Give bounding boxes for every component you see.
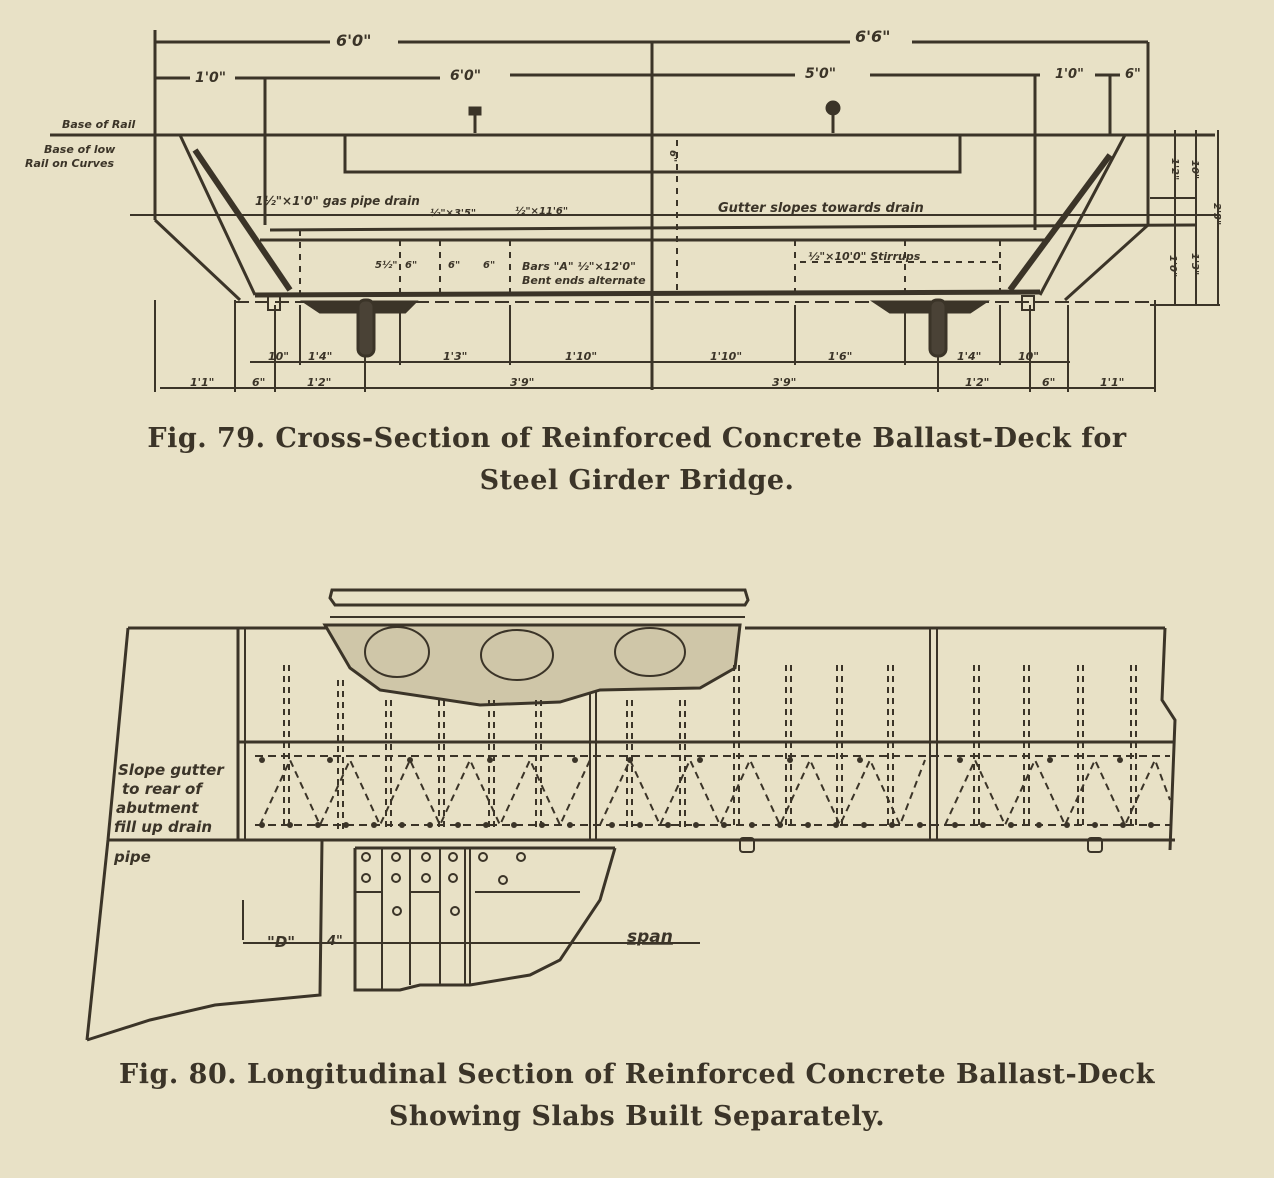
bottom-dim: 6"	[252, 376, 265, 389]
slope-note-5: pipe	[113, 848, 151, 866]
bar-dots	[259, 757, 1154, 828]
base-low-rail-label-2: Rail on Curves	[25, 157, 114, 170]
bars-note-1: Bars "A" ½"×12'0"	[522, 260, 636, 273]
bottom-dim: 1'2"	[307, 376, 331, 389]
bottom-dim: 1'4"	[308, 350, 332, 363]
vert-dim-1: 6"	[667, 150, 678, 162]
right-vert-3: 2'3"	[1211, 203, 1222, 225]
gutter-label: Gutter slopes towards drain	[718, 201, 924, 216]
right-vert-5: 1'3"	[1189, 253, 1200, 275]
bottom-dim: 3'9"	[772, 376, 796, 389]
bottom-dim: 1'4"	[957, 350, 981, 363]
bars-note-2: Bent ends alternate	[522, 274, 646, 287]
bottom-dim: 10"	[268, 350, 289, 363]
slope-note-1: Slope gutter	[118, 761, 225, 779]
spacing-4: 6"	[483, 260, 495, 271]
bottom-dims-row-2: 1'1" 6" 1'2" 3'9" 3'9" 1'2" 6" 1'1"	[190, 376, 1124, 389]
bottom-dim: 10"	[1018, 350, 1039, 363]
right-vert-4: 1'0"	[1167, 255, 1178, 277]
right-vert-2: 10"	[1189, 160, 1200, 179]
fig-80-caption-line-2: Showing Slabs Built Separately.	[388, 1101, 886, 1132]
spacing-2: 6"	[405, 260, 417, 271]
fig-79-caption-line-1: Fig. 79. Cross-Section of Reinforced Con…	[147, 423, 1127, 454]
bottom-dim: 1'6"	[828, 350, 852, 363]
bar-b-label: ½"×11'6"	[515, 205, 568, 217]
fig-80-caption-line-1: Fig. 80. Longitudinal Section of Reinfor…	[119, 1059, 1155, 1090]
dim-left-1: 1'0"	[195, 70, 226, 86]
dim-right-1: 1'0"	[1055, 67, 1084, 82]
bottom-dim: 1'1"	[1100, 376, 1124, 389]
ties-cross-section	[364, 626, 686, 681]
dim-center-left: 6'0"	[450, 68, 481, 84]
spacing-3: 6"	[448, 260, 460, 271]
bottom-dim: 1'10"	[565, 350, 597, 363]
dim-right-2: 6"	[1125, 67, 1141, 82]
slope-note-4: fill up drain	[114, 818, 212, 836]
dim-top-left: 6'0"	[336, 31, 372, 50]
bottom-dim: 1'3"	[443, 350, 467, 363]
fig-80-outline	[85, 588, 1177, 1042]
dim-d: "D"	[267, 933, 295, 951]
stirrups-label: ½"×10'0" Stirrups	[808, 250, 921, 263]
bar-a-label: ½"×3'5"	[430, 207, 476, 219]
fig-79-caption-line-2: Steel Girder Bridge.	[479, 465, 795, 496]
fig-79-caption: Fig. 79. Cross-Section of Reinforced Con…	[0, 418, 1274, 502]
bottom-dim: 1'1"	[190, 376, 214, 389]
fig-80-caption: Fig. 80. Longitudinal Section of Reinfor…	[0, 1054, 1274, 1138]
bottom-dim: 3'9"	[510, 376, 534, 389]
bottom-dims-row-1: 10" 1'4" 1'3" 1'10" 1'10" 1'6" 1'4" 10"	[268, 350, 1039, 363]
bottom-dim: 1'2"	[965, 376, 989, 389]
pipe-drain-label: 1½"×1'0" gas pipe drain	[255, 194, 420, 208]
bottom-dim: 1'10"	[710, 350, 742, 363]
dim-top-right: 6'6"	[855, 27, 891, 46]
right-vert-1: 1'2"	[1169, 158, 1180, 180]
fig-79-cross-section-drawing: 6'0" 6'6" 1'0" 6'0" 5'0" 1'0" 6" Base of…	[25, 27, 1222, 392]
span-label: span	[627, 927, 673, 947]
stirrups	[283, 665, 1137, 830]
bottom-dim: 6"	[1042, 376, 1055, 389]
dim-4: 4"	[326, 934, 343, 949]
base-of-rail-label: Base of Rail	[62, 118, 135, 131]
fig-79-outline	[50, 30, 1220, 392]
bent-bars	[259, 757, 1171, 828]
spacing-1: 5½"	[375, 259, 398, 271]
base-low-rail-label-1: Base of low	[44, 143, 116, 156]
rivet-holes	[361, 852, 526, 916]
slope-note-3: abutment	[116, 799, 199, 817]
fig-80-longitudinal-drawing: Slope gutter to rear of abutment fill up…	[85, 588, 1177, 1042]
dim-center-right: 5'0"	[805, 66, 836, 82]
slope-note-2: to rear of	[122, 780, 204, 798]
